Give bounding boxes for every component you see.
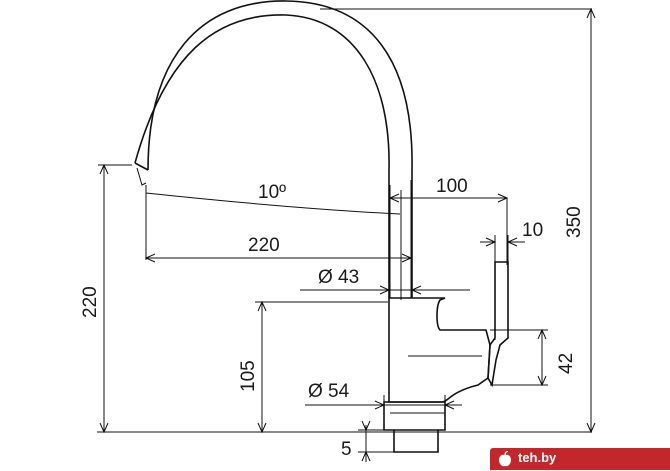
dim-angle-label: 10º (258, 182, 286, 203)
dim-lever-height-label: 42 (556, 353, 577, 374)
dim-spout-height-label: 220 (80, 286, 101, 318)
dim-base-diameter-label: Ø 54 (308, 381, 350, 402)
dim-lever-offset-label: 10 (522, 220, 543, 241)
dimension-lines (97, 7, 596, 462)
dim-reach-100-label: 100 (436, 176, 468, 197)
watermark-text: teh.by (518, 450, 557, 465)
dim-height-350-label: 350 (564, 206, 585, 238)
dim-spout-diameter-label: Ø 43 (318, 267, 359, 288)
dim-reach-220-label: 220 (248, 235, 280, 256)
apple-logo-icon (499, 451, 511, 467)
dim-body-height-label: 105 (238, 360, 259, 392)
dim-base-thickness-label: 5 (341, 439, 352, 460)
watermark-badge: teh.by (490, 448, 670, 470)
faucet-outline (134, 0, 509, 453)
